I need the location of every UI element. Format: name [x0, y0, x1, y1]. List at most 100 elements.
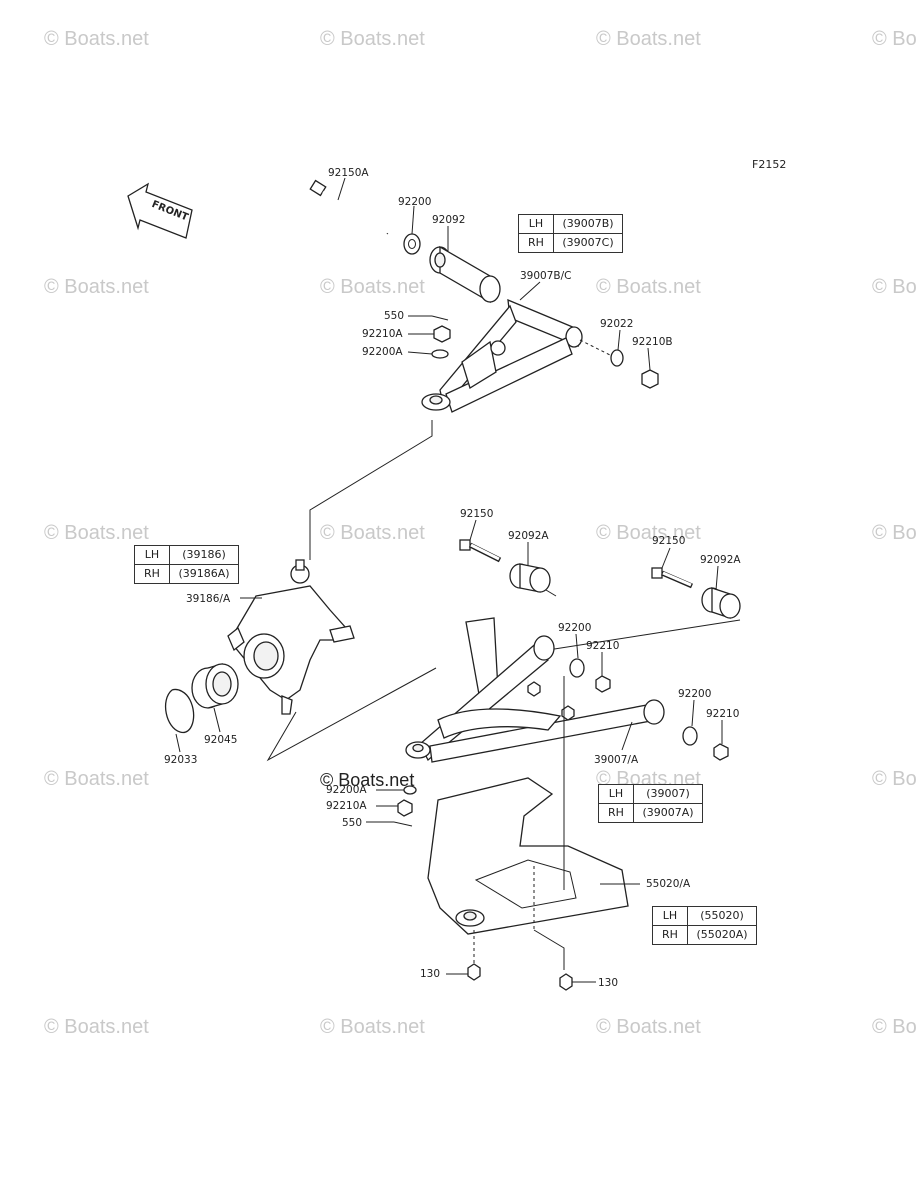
leader-line [519, 281, 541, 301]
watermark: © Boats.net [320, 276, 425, 298]
side-table-knuckle: LH(39186) RH(39186A) [134, 545, 239, 584]
bolt-92150-icon [651, 567, 693, 589]
code-cell: (39007) [633, 784, 703, 804]
cotter-pin-550-icon [393, 821, 413, 827]
nut-92210a-icon [433, 325, 451, 343]
part-label: 92200 [558, 622, 592, 634]
watermark: © Boats.net [320, 1016, 425, 1038]
side-cell: RH [518, 233, 554, 253]
nut-92210-icon [713, 743, 729, 761]
leader-line [213, 707, 221, 733]
table-row: RH(39007A) [598, 803, 703, 823]
leader-line [661, 547, 671, 569]
code-cell: (39186) [169, 545, 239, 565]
side-table-guard: LH(55020) RH(55020A) [652, 906, 757, 945]
bolt-92150-icon [459, 539, 502, 563]
part-label: 92210 [586, 640, 620, 652]
table-row: LH(55020) [652, 906, 757, 926]
leader-line [691, 699, 695, 727]
leader-line [617, 329, 621, 351]
part-label: 92033 [164, 754, 198, 766]
watermark: © Boats.net [596, 28, 701, 50]
part-label: 39007B/C [520, 270, 572, 282]
part-label: 92092A [508, 530, 549, 542]
front-arrow-icon: FRONT [127, 182, 193, 239]
washer-92200-icon [403, 233, 421, 255]
bushing-92092-icon [429, 245, 501, 304]
part-label: 92022 [600, 318, 634, 330]
watermark: © Boats.net [320, 522, 425, 544]
nut-92210a-icon [397, 799, 413, 817]
table-row: LH(39007B) [518, 214, 623, 234]
watermark: © Boats.net [44, 768, 149, 790]
part-label: 92092A [700, 554, 741, 566]
watermark: © Boats.net [596, 276, 701, 298]
part-label: 92150 [460, 508, 494, 520]
watermark: © Boats.net [872, 522, 916, 544]
side-cell: LH [518, 214, 554, 234]
part-label: 92092 [432, 214, 466, 226]
watermark: © Boats.net [44, 28, 149, 50]
lower-a-arm-icon [405, 617, 665, 763]
part-label: 92210A [326, 800, 367, 812]
part-label: 92200 [678, 688, 712, 700]
side-cell: RH [134, 564, 170, 584]
assembly-line [533, 929, 565, 970]
part-label: 92210 [706, 708, 740, 720]
side-cell: LH [134, 545, 170, 565]
bolt-130-icon [559, 973, 573, 991]
table-row: RH(39186A) [134, 564, 239, 584]
knuckle-39186-icon [227, 559, 355, 715]
part-label: 92210A [362, 328, 403, 340]
assembly-line [266, 667, 437, 762]
watermark: © Boats.net [596, 1016, 701, 1038]
code-cell: (55020) [687, 906, 757, 926]
nut-92210b-icon [641, 369, 659, 389]
skid-plate-55020-icon [427, 777, 629, 935]
watermark: © Boats.net [872, 28, 916, 50]
part-label: 92200A [362, 346, 403, 358]
part-label: 92150 [652, 535, 686, 547]
circlip-92033-icon [164, 688, 195, 734]
assembly-line [309, 420, 433, 560]
side-table-upper-arm: LH(39007B) RH(39007C) [518, 214, 623, 253]
leader-line [411, 205, 415, 235]
watermark: © Boats.net [872, 1016, 916, 1038]
side-table-lower-arm: LH(39007) RH(39007A) [598, 784, 703, 823]
part-label: 92200 [398, 196, 432, 208]
part-label: 39007/A [594, 754, 639, 766]
part-label: 92045 [204, 734, 238, 746]
watermark: © Boats.net [872, 276, 916, 298]
leader-line [575, 633, 579, 659]
figure-number: F2152 [752, 158, 787, 171]
washer-92200-icon [682, 726, 698, 746]
table-row: RH(39007C) [518, 233, 623, 253]
leader-line [337, 177, 346, 201]
code-cell: (39007B) [553, 214, 623, 234]
part-label: 92200A [326, 784, 367, 796]
watermark: © Boats.net [44, 276, 149, 298]
side-cell: LH [652, 906, 688, 926]
washer-92200-icon [569, 658, 585, 678]
upper-a-arm-icon [421, 298, 583, 413]
cotter-pin-550-icon [431, 315, 449, 321]
part-label: 92150A [328, 167, 369, 179]
part-label: 39186/A [186, 593, 231, 605]
washer-92200a-icon [431, 349, 449, 359]
part-label: 130 [598, 977, 619, 989]
code-cell: (39007A) [633, 803, 703, 823]
watermark: © Boats.net [596, 522, 701, 544]
watermark: © Boats.net [44, 522, 149, 544]
part-label: 92210B [632, 336, 673, 348]
leader-line [715, 565, 719, 591]
bolt-130-icon [467, 963, 481, 981]
leader-line [175, 733, 181, 753]
table-row: RH(55020A) [652, 925, 757, 945]
part-label: 550 [342, 817, 363, 829]
part-label: 130 [420, 968, 441, 980]
code-cell: (39186A) [169, 564, 239, 584]
boats-net-stamp: © Boats.net [320, 770, 415, 790]
watermark: © Boats.net [44, 1016, 149, 1038]
watermark: © Boats.net [872, 768, 916, 790]
